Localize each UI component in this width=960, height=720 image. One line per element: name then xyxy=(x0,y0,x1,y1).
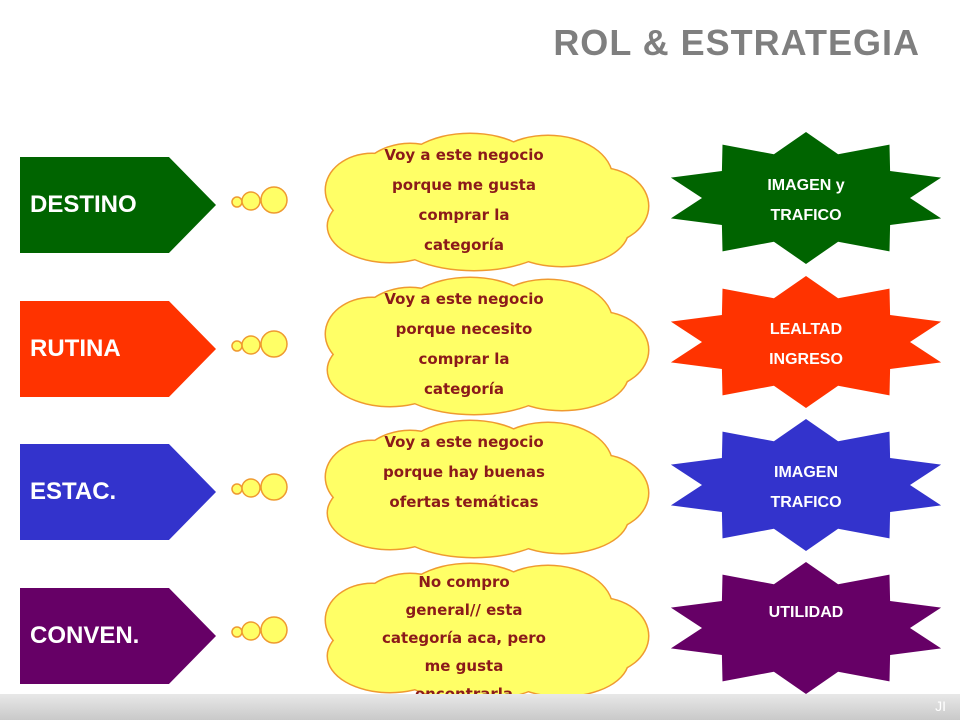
cloud-line: No compro xyxy=(418,573,510,591)
thought-cloud-conven xyxy=(231,562,650,702)
cloud-line: categoría xyxy=(423,236,505,254)
role-shape-conven: CONVEN. xyxy=(20,588,216,684)
cloud-line: Voy a este negocio xyxy=(384,433,544,451)
strategy-label-destino: IMAGEN y TRAFICO xyxy=(668,171,944,231)
strategy-line: UTILIDAD xyxy=(768,604,844,621)
strategy-label-rutina: LEALTAD INGRESO xyxy=(668,315,944,375)
strategy-line: IMAGEN y xyxy=(767,177,845,194)
role-label-conven: CONVEN. xyxy=(30,622,140,649)
strategy-line: IMAGEN xyxy=(774,464,838,481)
cloud-line: categoría xyxy=(423,380,505,398)
cloud-line: ofertas temáticas xyxy=(389,493,539,511)
role-shape-estac: ESTAC. xyxy=(20,444,216,540)
strategy-label-estac: IMAGEN TRAFICO xyxy=(668,458,944,518)
role-label-rutina: RUTINA xyxy=(30,335,121,362)
cloud-text-estac: Voy a este negocio porque hay buenas ofe… xyxy=(350,427,578,517)
strategy-star-rutina xyxy=(670,276,942,408)
page-title: ROL & ESTRATEGIA xyxy=(553,22,920,63)
cloud-line: porque hay buenas xyxy=(383,463,545,481)
cloud-line: comprar la xyxy=(418,206,510,224)
strategy-line: LEALTAD xyxy=(769,321,843,338)
cloud-line: categoría aca, pero xyxy=(382,629,546,647)
cloud-line: comprar la xyxy=(418,350,510,368)
cloud-line: general// esta xyxy=(405,601,523,619)
strategy-line: TRAFICO xyxy=(770,207,842,224)
strategy-label-conven: UTILIDAD xyxy=(668,598,944,628)
row-destino: DESTINO Voy a este negocio porque me gus… xyxy=(0,130,960,272)
thought-cloud-rutina xyxy=(231,276,650,416)
role-label-destino: DESTINO xyxy=(30,191,137,218)
row-rutina: RUTINA Voy a este negocio porque necesit… xyxy=(0,274,960,416)
footer-bar: JI xyxy=(0,694,960,720)
thought-cloud-estac xyxy=(231,419,650,559)
role-label-estac: ESTAC. xyxy=(30,478,117,505)
footer-label: JI xyxy=(935,698,946,714)
strategy-line: TRAFICO xyxy=(770,494,842,511)
role-shape-destino: DESTINO xyxy=(20,157,216,253)
cloud-line: me gusta xyxy=(424,657,504,675)
cloud-line: Voy a este negocio xyxy=(384,290,544,308)
cloud-text-destino: Voy a este negocio porque me gusta compr… xyxy=(350,140,578,260)
strategy-star-conven xyxy=(670,562,942,694)
role-shape-rutina: RUTINA xyxy=(20,301,216,397)
cloud-text-rutina: Voy a este negocio porque necesito compr… xyxy=(350,284,578,404)
cloud-line: Voy a este negocio xyxy=(384,146,544,164)
strategy-star-estac xyxy=(670,419,942,551)
strategy-star-destino xyxy=(670,132,942,264)
thought-cloud-destino xyxy=(231,132,650,272)
cloud-line: porque me gusta xyxy=(392,176,536,194)
row-estac: ESTAC. Voy a este negocio porque hay bue… xyxy=(0,417,960,559)
strategy-line: INGRESO xyxy=(769,351,843,368)
cloud-line: porque necesito xyxy=(395,320,533,338)
row-conven: CONVEN. No compro general// esta categor… xyxy=(0,560,960,703)
cloud-text-conven: No compro general// esta categoría aca, … xyxy=(350,568,578,708)
